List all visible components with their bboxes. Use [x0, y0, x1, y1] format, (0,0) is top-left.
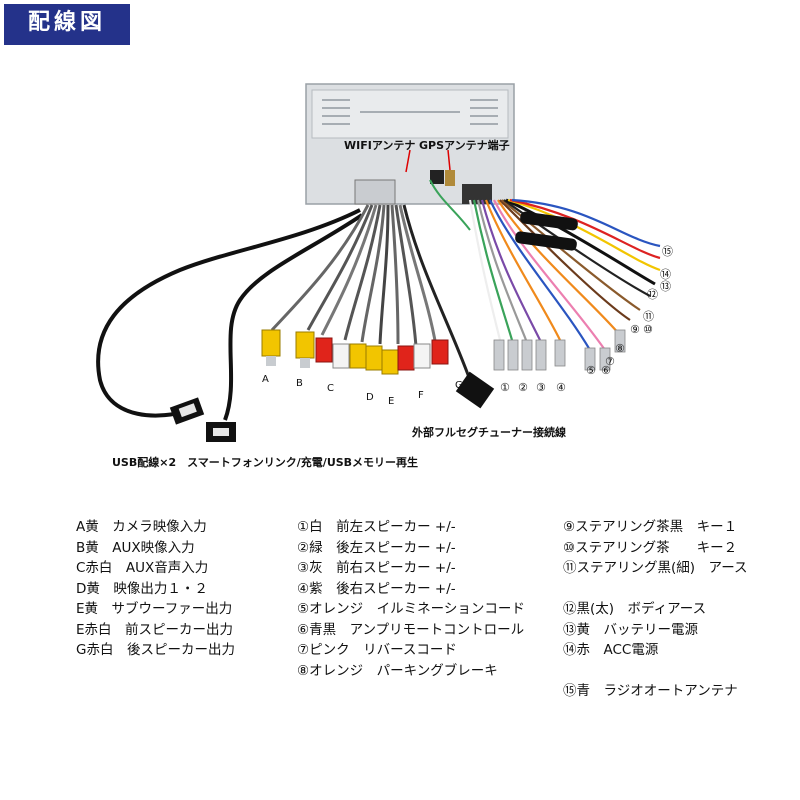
wifi-wire: [429, 179, 471, 231]
page-title: 配線図: [27, 10, 106, 35]
legend-spacer-1: [563, 579, 748, 600]
num-14: ⑭: [660, 268, 671, 281]
wiring-photo: WIFIアンテナ GPSアンテナ端子 A B C D E F G ① ② ③ ④…: [96, 83, 673, 469]
legend-item-10: ⑩ステアリング茶 キー２: [563, 539, 738, 556]
title-underline: [4, 42, 130, 45]
legend-item-13: ⑬黄 バッテリー電源: [563, 621, 698, 638]
num-15: ⑮: [662, 245, 673, 258]
legend-item-e2: E赤白 前スピーカー出力: [76, 621, 234, 638]
letter-g: G: [455, 380, 463, 391]
legend-column-av: A黄 カメラ映像入力 B黄 AUX映像入力 C赤白 AUX音声入力 D黄 映像出…: [76, 517, 235, 661]
rca-d: [349, 343, 383, 371]
num-2: ②: [518, 381, 528, 394]
letter-e: E: [388, 396, 394, 407]
num-12: ⑫: [647, 288, 658, 301]
num-6: ⑥: [601, 364, 611, 377]
legend-item-15: ⑮青 ラジオオートアンテナ: [563, 683, 738, 699]
num-5: ⑤: [586, 364, 596, 377]
head-unit: [305, 83, 515, 205]
rca-a: [261, 329, 281, 366]
legend-item-a: A黄 カメラ映像入力: [76, 519, 207, 535]
legend-item-9: ⑨ステアリング茶黒 キー１: [563, 519, 738, 535]
num-11: ⑪: [643, 310, 654, 323]
tuner-label: 外部フルセグチューナー接続線: [411, 425, 566, 439]
legend-item-c: C赤白 AUX音声入力: [76, 560, 209, 576]
legend-column-power: ⑨ステアリング茶黒 キー１ ⑩ステアリング茶 キー２ ⑪ステアリング黒(細) ア…: [563, 517, 748, 702]
title-banner: [4, 4, 130, 42]
gps-pointer: [447, 149, 451, 171]
legend-item-4: ④紫 後右スピーカー +/-: [297, 580, 456, 597]
rca-c: [315, 337, 350, 369]
num-10: ⑩: [643, 323, 653, 336]
num-9: ⑨: [630, 323, 640, 336]
harness-letters: A B C D E F G: [262, 374, 463, 407]
tuner-plug: [455, 371, 495, 409]
legend-item-d: D黄 映像出力１・２: [76, 580, 208, 597]
wifi-pointer: [405, 149, 411, 173]
letter-f: F: [418, 390, 424, 401]
num-13: ⑬: [660, 280, 671, 293]
letter-d: D: [366, 392, 374, 403]
letter-c: C: [327, 383, 334, 394]
legend-item-e1: E黄 サブウーファー出力: [76, 601, 233, 617]
rca-b: [295, 331, 315, 368]
legend-item-7: ⑦ピンク リバースコード: [297, 642, 457, 658]
legend-column-speakers: ①白 前左スピーカー +/- ②緑 後左スピーカー +/- ③灰 前右スピーカー…: [297, 517, 525, 681]
letter-b: B: [296, 378, 303, 389]
harness-numbers: ① ② ③ ④ ⑤ ⑥ ⑦ ⑧ ⑨ ⑩ ⑪ ⑫ ⑬ ⑭ ⑮: [500, 245, 673, 394]
usb-label: USB配線×2 スマートフォンリンク/充電/USBメモリー再生: [112, 455, 418, 469]
legend-item-g: G赤白 後スピーカー出力: [76, 642, 235, 658]
legend-item-12: ⑫黒(太) ボディアース: [563, 601, 707, 617]
num-4: ④: [556, 381, 566, 394]
legend-item-5: ⑤オレンジ イルミネーションコード: [297, 601, 525, 617]
legend-item-8: ⑧オレンジ パーキングブレーキ: [297, 662, 498, 679]
legend-item-14: ⑭赤 ACC電源: [563, 642, 659, 658]
legend-item-3: ③灰 前右スピーカー +/-: [297, 560, 456, 576]
legend-spacer-2: [563, 661, 748, 682]
legend-item-2: ②緑 後左スピーカー +/-: [297, 539, 456, 556]
num-8: ⑧: [615, 342, 625, 355]
legend-item-11: ⑪ステアリング黒(細) アース: [563, 560, 748, 576]
num-7: ⑦: [605, 355, 615, 368]
rca-e: [381, 345, 415, 375]
fuse-holder-2: [515, 231, 577, 251]
legend-item-6: ⑥青黒 アンプリモートコントロール: [297, 621, 525, 638]
av-wires: [270, 204, 472, 381]
num-3: ③: [536, 381, 546, 394]
fuse-holder-1: [520, 211, 578, 231]
usb-cables: [96, 208, 364, 421]
bare-terminals: [493, 329, 626, 371]
wifi-label: WIFIアンテナ: [344, 139, 415, 152]
legend-item-b: B黄 AUX映像入力: [76, 539, 195, 556]
num-1: ①: [500, 381, 510, 394]
gps-label: GPSアンテナ端子: [419, 138, 510, 152]
rca-f: [413, 339, 449, 369]
legend-item-1: ①白 前左スピーカー +/-: [297, 519, 456, 535]
letter-a: A: [262, 374, 269, 385]
